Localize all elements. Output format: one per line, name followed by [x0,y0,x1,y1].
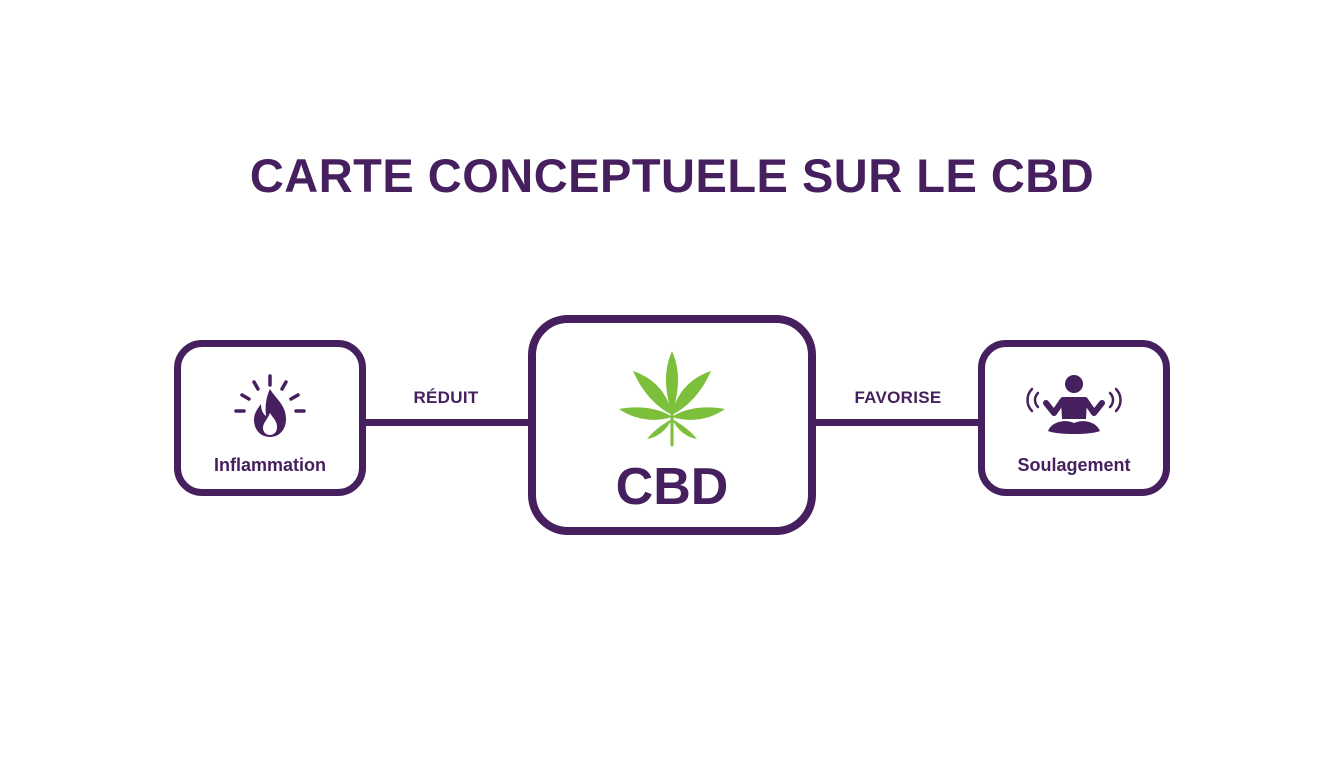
connector-reduit [364,419,530,426]
edge-label-reduit: RÉDUIT [413,388,479,407]
node-label-soulagement: Soulagement [1017,455,1131,475]
node-cbd: CBD [528,315,816,535]
cannabis-leaf-icon [536,347,808,447]
edge-label-favorise: FAVORISE [854,388,942,407]
flame-icon [181,373,359,439]
node-soulagement: Soulagement [978,340,1170,496]
meditation-icon [985,373,1163,439]
node-label-cbd: CBD [615,458,729,516]
node-label-inflammation: Inflammation [213,455,326,475]
connector-favorise [814,419,980,426]
node-inflammation: Inflammation [174,340,366,496]
page-title: CARTE CONCEPTUELE SUR LE CBD [249,149,1095,202]
